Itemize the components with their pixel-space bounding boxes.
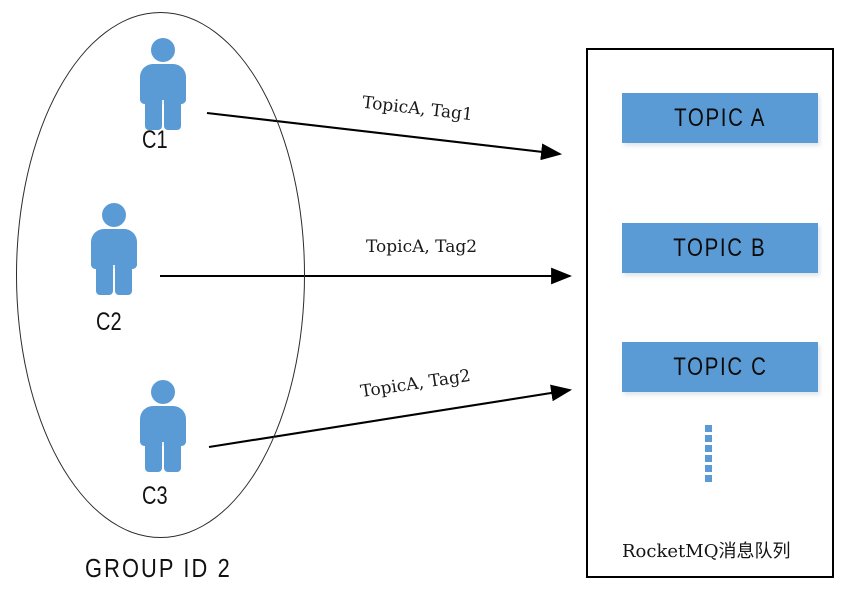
topic-box-b[interactable]: TOPIC B: [622, 223, 818, 273]
topic-box-label: TOPIC C: [672, 352, 768, 381]
person-leg-right: [115, 261, 132, 295]
client-label-c1: C1: [142, 126, 168, 154]
person-head: [151, 380, 175, 404]
person-leg-right: [164, 96, 181, 130]
client-label-c3: C3: [142, 482, 168, 510]
topic-box-label: TOPIC A: [674, 103, 766, 132]
topic-box-label: TOPIC B: [673, 233, 767, 262]
person-icon: [133, 380, 193, 472]
dot: [705, 455, 712, 462]
person-arm-right: [128, 243, 137, 269]
consumer-group-boundary: [16, 12, 305, 538]
dot: [705, 435, 712, 442]
dot: [705, 425, 712, 432]
broker-panel-caption: RocketMQ消息队列: [622, 541, 791, 562]
person-arm-left: [91, 243, 100, 269]
person-arm-right: [177, 420, 186, 446]
person-leg-left: [145, 438, 162, 472]
person-leg-right: [164, 438, 181, 472]
person-arm-left: [140, 420, 149, 446]
person-arm-left: [140, 78, 149, 104]
topic-box-c[interactable]: TOPIC C: [622, 342, 818, 392]
person-arm-right: [177, 78, 186, 104]
arrow-label-topica-tag2-mid: TopicA, Tag2: [366, 237, 478, 257]
dot: [705, 465, 712, 472]
vertical-dots-icon: [705, 425, 712, 482]
person-leg-gap: [162, 100, 164, 130]
person-leg-left: [145, 96, 162, 130]
topic-box-a[interactable]: TOPIC A: [622, 93, 818, 143]
client-label-c2: C2: [96, 308, 122, 336]
person-head: [102, 203, 126, 227]
rocketmq-broker-panel: TOPIC A TOPIC B TOPIC C RocketMQ消息队列: [586, 48, 834, 578]
person-leg-gap: [162, 442, 164, 472]
dot: [705, 475, 712, 482]
person-head: [151, 38, 175, 62]
person-icon: [133, 38, 193, 130]
person-leg-gap: [113, 265, 115, 295]
person-icon: [84, 203, 144, 295]
consumer-group-caption: GROUP ID 2: [85, 553, 232, 583]
person-leg-left: [96, 261, 113, 295]
dot: [705, 445, 712, 452]
